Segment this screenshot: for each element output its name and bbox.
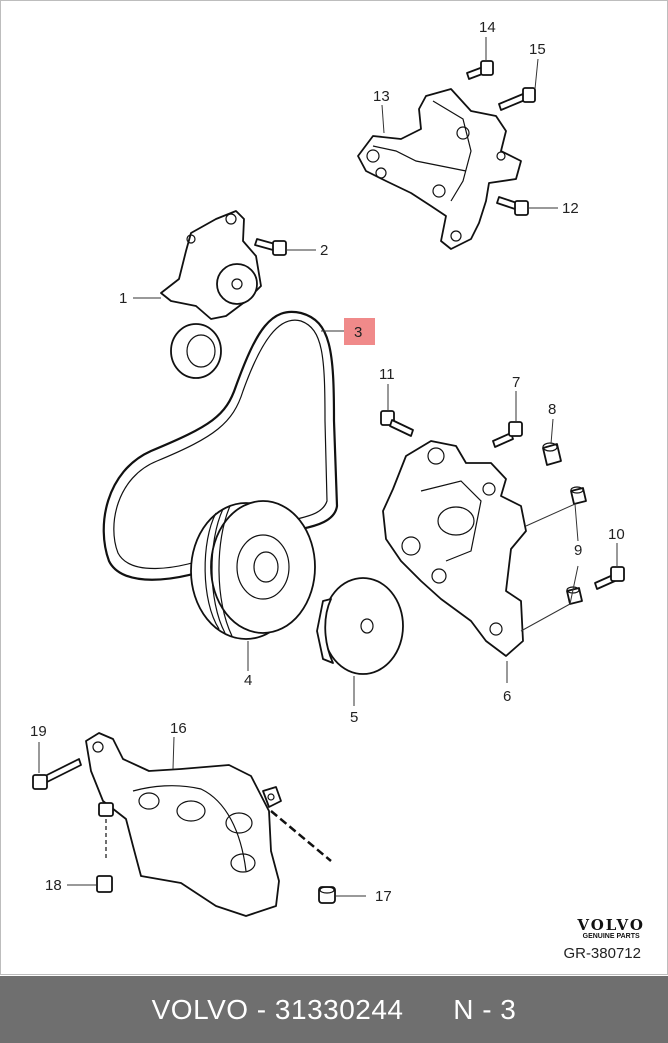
callout-18[interactable]: 18 <box>45 877 62 894</box>
callout-1[interactable]: 1 <box>119 290 127 307</box>
callout-7[interactable]: 7 <box>512 374 520 391</box>
part-footer: VOLVO - 31330244 N - 3 <box>0 976 668 1043</box>
callout-4[interactable]: 4 <box>244 672 252 689</box>
callout-16[interactable]: 16 <box>170 720 187 737</box>
sleeve-8[interactable] <box>542 442 562 466</box>
bolt-10[interactable] <box>594 566 625 590</box>
footer-position: N - 3 <box>453 993 517 1025</box>
bolt-7[interactable] <box>492 421 523 448</box>
callout-3-highlight <box>344 318 375 345</box>
dowel-9-upper[interactable] <box>570 486 587 505</box>
callout-19[interactable]: 19 <box>30 723 47 740</box>
bolt-14[interactable] <box>466 60 494 80</box>
callout-17[interactable]: 17 <box>375 888 392 905</box>
leader-lines <box>38 37 618 897</box>
callout-2[interactable]: 2 <box>320 242 328 259</box>
bolt-18[interactable] <box>96 802 114 893</box>
callout-8[interactable]: 8 <box>548 401 556 418</box>
footer-separator: - <box>248 993 275 1025</box>
callout-5[interactable]: 5 <box>350 709 358 726</box>
bolt-2[interactable] <box>254 238 287 256</box>
part-6-mounting-bracket[interactable] <box>382 440 527 657</box>
callout-labels: 14 15 13 12 2 1 3 11 7 8 10 9 4 5 6 19 1… <box>30 19 625 905</box>
part-4-crank-pulley[interactable] <box>190 500 316 640</box>
callout-14[interactable]: 14 <box>479 19 496 36</box>
part-5-pump-pulley[interactable] <box>316 577 404 675</box>
callout-6[interactable]: 6 <box>503 688 511 705</box>
bolt-12[interactable] <box>496 196 529 216</box>
logo-text: VOLVO <box>577 916 645 934</box>
parts-diagram: 14 15 13 12 2 1 3 11 7 8 10 9 4 5 6 19 1… <box>0 0 668 975</box>
callout-12[interactable]: 12 <box>562 200 579 217</box>
nut-17[interactable] <box>270 810 336 904</box>
diagram-reference: GR-380712 <box>563 945 641 962</box>
callout-3[interactable]: 3 <box>354 324 362 341</box>
callout-10[interactable]: 10 <box>608 526 625 543</box>
footer-brand: VOLVO <box>151 993 249 1025</box>
callout-15[interactable]: 15 <box>529 41 546 58</box>
volvo-logo: VOLVO GENUINE PARTS <box>577 916 645 940</box>
callout-9[interactable]: 9 <box>574 542 582 559</box>
exploded-view: 14 15 13 12 2 1 3 11 7 8 10 9 4 5 6 19 1… <box>30 19 625 917</box>
logo-subtext: GENUINE PARTS <box>582 933 640 940</box>
part-3-drive-belt[interactable] <box>102 310 339 581</box>
part-13-bracket[interactable] <box>357 88 522 250</box>
bolt-11[interactable] <box>380 410 414 437</box>
bolt-15[interactable] <box>498 87 536 111</box>
callout-13[interactable]: 13 <box>373 88 390 105</box>
footer-part-number: 31330244 <box>274 993 404 1025</box>
callout-11[interactable]: 11 <box>379 366 395 383</box>
bolt-19[interactable] <box>32 758 82 790</box>
part-16-heat-shield[interactable] <box>85 732 282 917</box>
footer-gap <box>404 994 454 1026</box>
dowel-9-lower[interactable] <box>566 586 583 605</box>
part-1-tensioner[interactable] <box>160 210 262 379</box>
